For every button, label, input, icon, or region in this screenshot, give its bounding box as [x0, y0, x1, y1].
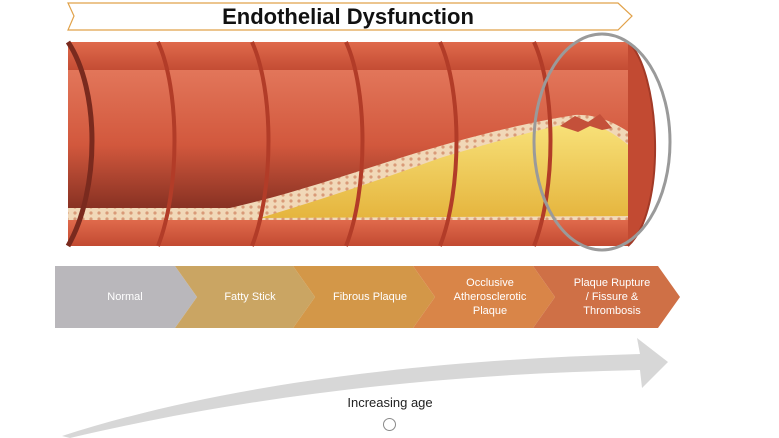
plaque-lipid-core [260, 122, 632, 218]
highlight-ring [532, 32, 672, 252]
title-banner [67, 2, 633, 31]
stage-label-normal: Normal [107, 291, 143, 303]
stage-label-occlusive-plaque: Occlusive Atherosclerotic Plaque [453, 277, 527, 317]
age-axis-label: Increasing age [347, 395, 433, 410]
slide-indicator-dot[interactable] [383, 418, 396, 431]
age-arrow [62, 338, 668, 438]
vessel-opening [65, 40, 95, 248]
segment-rings [156, 41, 553, 247]
stage-label-plaque-rupture: Plaque Rupture / Fissure & Thrombosis [573, 277, 651, 317]
rupture-site [560, 114, 612, 132]
stage-fibrous-chevron [293, 266, 435, 328]
vessel-end [627, 41, 656, 247]
stage-rupture-chevron [533, 266, 680, 328]
stage-fatty-chevron [175, 266, 315, 328]
stage-normal-chevron [55, 266, 197, 328]
stage-label-fibrous-plaque: Fibrous Plaque [333, 291, 407, 303]
stage-label-fatty-stick: Fatty Stick [224, 291, 276, 303]
artery-illustration [65, 32, 672, 252]
stage-chevrons [55, 266, 680, 328]
stage-occlusive-chevron [413, 266, 555, 328]
diagram-title: Endothelial Dysfunction [222, 4, 474, 29]
